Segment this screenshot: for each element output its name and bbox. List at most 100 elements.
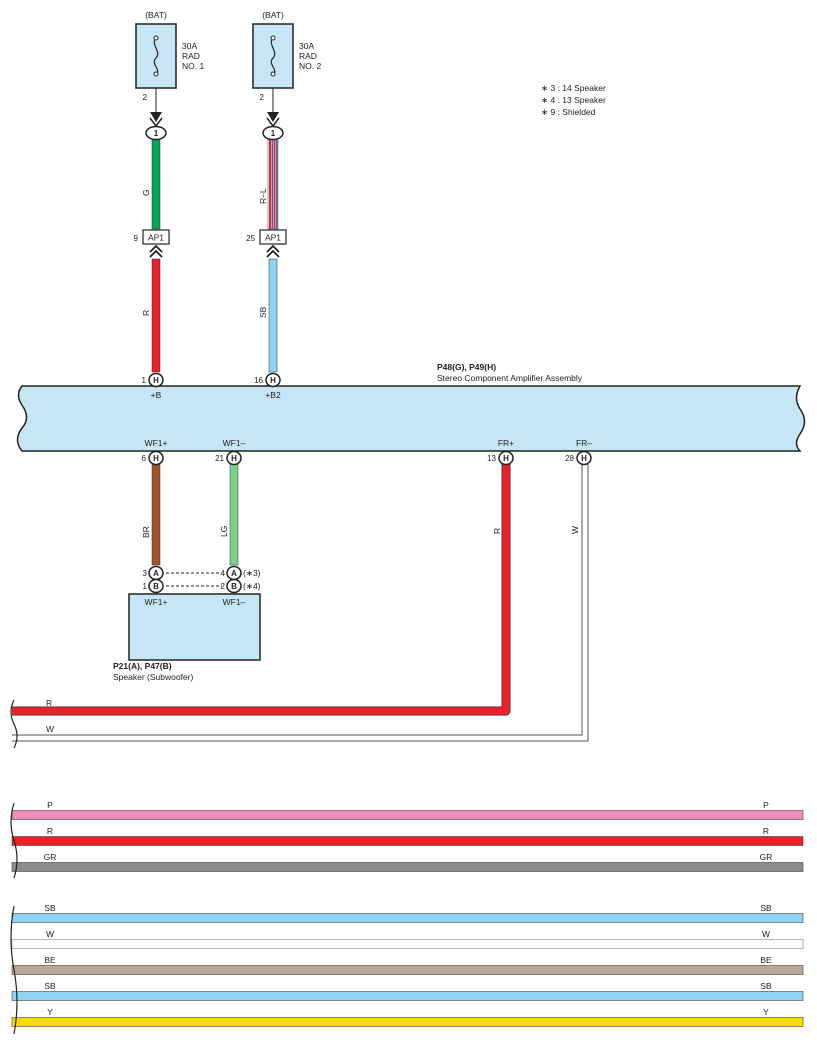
amplifier-box (16, 385, 806, 452)
bus-g1-label-left-1: R (47, 826, 53, 836)
bus-wire-g2-3 (11, 991, 804, 1001)
svg-text:H: H (231, 454, 237, 463)
bus-g2-label-right-1: W (762, 929, 770, 939)
bus-g2-label-left-4: Y (47, 1007, 53, 1017)
sub-a-right-pin: 4 (221, 569, 226, 578)
amp-label-plus-b: +B (151, 390, 162, 400)
fuse-rad-no1: (BAT) 30A RAD NO. 1 2 1 (135, 10, 204, 141)
fuse1-arrow (150, 112, 162, 122)
svg-text:1: 1 (271, 129, 276, 138)
subwoofer-name: Speaker (Subwoofer) (113, 672, 193, 682)
amp-conn-h-plus-b (148, 372, 164, 388)
ap1-left-pin: 9 (134, 234, 139, 243)
fuse1-name-2: NO. 1 (182, 61, 204, 71)
fuse2-box (252, 23, 294, 89)
fuse2-rating: 30A (299, 41, 314, 51)
sub-b-note: (∗4) (243, 581, 261, 591)
amp-pin-13: 13 (487, 454, 496, 463)
break-mark-group-2 (10, 905, 18, 1035)
ap1-left-label: AP1 (148, 233, 164, 243)
ap1-right-label: AP1 (265, 233, 281, 243)
bus-g2-label-right-4: Y (763, 1007, 769, 1017)
amp-pin-16: 16 (254, 376, 263, 385)
bus-wire-g2-0 (11, 913, 804, 923)
bus-g2-label-left-1: W (46, 929, 54, 939)
amp-pin-6: 6 (142, 454, 147, 463)
fuse1-rating: 30A (182, 41, 197, 51)
amp-pin-28: 28 (565, 454, 574, 463)
fuse2-arrow (267, 112, 279, 122)
amp-label-fr-plus: FR+ (498, 438, 514, 448)
fuse-rad-no2: (BAT) 30A RAD NO. 2 2 1 (252, 10, 321, 141)
bus-g2-label-right-3: SB (760, 981, 772, 991)
wire-r-l (267, 139, 279, 230)
wire-w-fr-minus-a (12, 464, 583, 736)
svg-text:1: 1 (154, 129, 159, 138)
wire-br (151, 463, 161, 566)
fuse2-name-1: RAD (299, 51, 317, 61)
break-marks (10, 699, 18, 1035)
svg-text:A: A (231, 569, 237, 578)
bus-g2-label-right-2: BE (760, 955, 772, 965)
wire-r-l-label: R–L (258, 188, 268, 204)
fuse1-symbol (153, 37, 159, 75)
bus-g1-label-left-0: P (47, 800, 53, 810)
amp-conn-h-plus-b2 (265, 372, 281, 388)
bus-wire-g2-4 (11, 1017, 804, 1027)
wire-w-fr-minus-label: W (570, 526, 580, 534)
amp-bottom-connectors: 6 H 21 H 13 H 28 H (142, 450, 592, 466)
svg-text:H: H (153, 376, 159, 385)
sub-b-left-pin: 1 (143, 582, 148, 591)
amplifier-connectors: P48(G), P49(H) (437, 362, 496, 372)
svg-text:H: H (503, 454, 509, 463)
fuse1-pin: 2 (143, 93, 148, 102)
sub-label-wf1-plus: WF1+ (145, 597, 168, 607)
wire-r-fr-plus (12, 464, 510, 715)
bus-wire-g1-0 (11, 810, 804, 820)
fuse2-source: (BAT) (262, 10, 284, 20)
fuse1-junction (145, 125, 167, 141)
fuse2-name-2: NO. 2 (299, 61, 321, 71)
sub-a-note: (∗3) (243, 568, 261, 578)
amp-pin-21: 21 (215, 454, 224, 463)
ap1-right-pin: 25 (246, 234, 255, 243)
wire-lg-label: LG (219, 526, 229, 537)
svg-text:B: B (153, 582, 159, 591)
subwoofer-box (128, 593, 261, 661)
bus-wire-g1-2 (11, 862, 804, 872)
ap1-left-chevron (149, 244, 163, 258)
notes: ∗ 3 : 14 Speaker ∗ 4 : 13 Speaker ∗ 9 : … (541, 83, 606, 117)
ap1-right-chevron (266, 244, 280, 258)
subwoofer-speaker: 3 A 4 A (∗3) 1 B 2 B (∗4) WF1+ WF1– P21(… (113, 565, 261, 682)
svg-text:B: B (231, 582, 237, 591)
bus-wire-g2-1 (11, 939, 804, 949)
break-mark-lower-wires (10, 699, 18, 749)
amplifier-assembly: P48(G), P49(H) Stereo Component Amplifie… (16, 362, 806, 452)
fuse2-junction (262, 125, 284, 141)
svg-text:H: H (581, 454, 587, 463)
svg-text:A: A (153, 569, 159, 578)
bus-g1-label-right-1: R (763, 826, 769, 836)
note-1: ∗ 3 : 14 Speaker (541, 83, 606, 93)
lower-wire-r-label: R (46, 698, 52, 708)
wire-r-plus-b (151, 258, 161, 373)
sub-label-wf1-minus: WF1– (223, 597, 246, 607)
bus-wire-g1-1 (11, 836, 804, 846)
wire-g-label: G (141, 189, 151, 196)
amp-label-wf1-plus: WF1+ (145, 438, 168, 448)
amp-label-fr-minus: FR– (576, 438, 592, 448)
svg-text:H: H (153, 454, 159, 463)
wire-sb-plus-b2 (268, 258, 278, 373)
wire-lg (229, 463, 239, 566)
sub-a-left-pin: 3 (143, 569, 148, 578)
amp-label-plus-b2: +B2 (265, 390, 281, 400)
svg-text:H: H (270, 376, 276, 385)
wire-r-fr-plus-label: R (492, 528, 502, 534)
fuse2-pin: 2 (260, 93, 265, 102)
bus-g2-label-right-0: SB (760, 903, 772, 913)
amplifier-name: Stereo Component Amplifier Assembly (437, 373, 583, 383)
amp-label-wf1-minus: WF1– (223, 438, 246, 448)
fuse1-source: (BAT) (145, 10, 167, 20)
